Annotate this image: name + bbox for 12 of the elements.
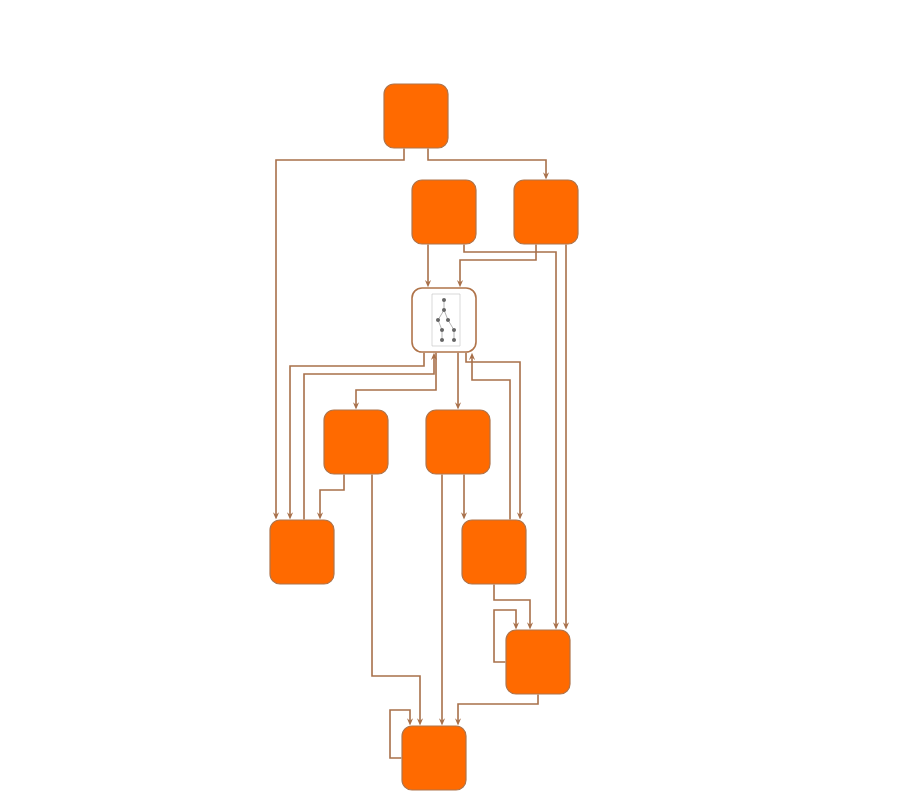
process-box: [461, 519, 527, 585]
process-box: [383, 83, 449, 149]
arrow: [493, 609, 520, 663]
process-box: [425, 409, 491, 475]
process-box: [269, 519, 335, 585]
picture-box: [411, 287, 477, 353]
process-box: [323, 409, 389, 475]
process-box: [505, 629, 571, 695]
process-box: [513, 179, 579, 245]
process-box: [411, 179, 477, 245]
arrow: [389, 709, 414, 759]
process-box: [401, 725, 467, 791]
